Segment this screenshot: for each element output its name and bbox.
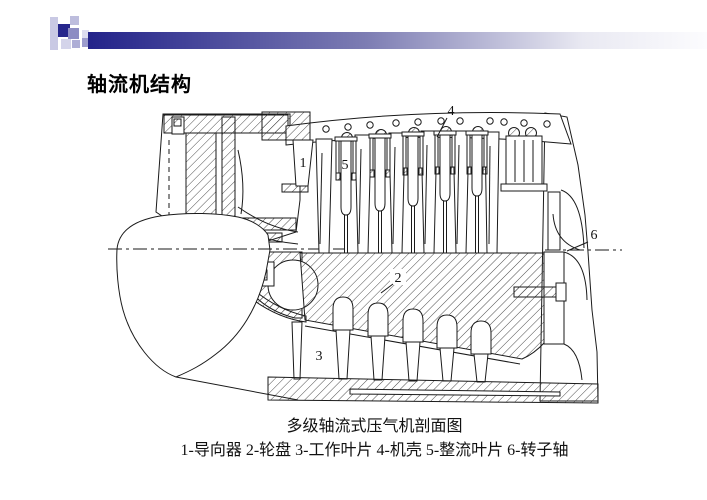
- part-label-2: 2: [395, 271, 402, 286]
- flange-bolt-head: [555, 282, 567, 302]
- header-square-1: [58, 24, 70, 37]
- rear-stator-block: [500, 135, 548, 192]
- shaft-band: [175, 376, 599, 404]
- part-label-6: 6: [591, 228, 598, 243]
- leader-line-6: [566, 241, 589, 252]
- header-square-6: [82, 30, 89, 38]
- stator-vane-assemblies: [334, 130, 489, 254]
- rear-disc-and-bolt: [513, 189, 588, 381]
- part-labels: 1 5 4 2 3 6: [300, 104, 598, 364]
- header-square-4: [61, 39, 71, 49]
- slide-title: 轴流机结构: [87, 74, 192, 96]
- header-square-2: [70, 16, 79, 25]
- header-gradient-bar: [88, 32, 707, 49]
- leader-line-4: [436, 117, 448, 138]
- figure-captions: 多级轴流式压气机剖面图 1-导向器 2-轮盘 3-工作叶片 4-机壳 5-整流叶…: [42, 415, 707, 463]
- leader-line-2: [380, 283, 394, 294]
- label-halo: [390, 269, 406, 285]
- figure-legend: 1-导向器 2-轮盘 3-工作叶片 4-机壳 5-整流叶片 6-转子轴: [180, 442, 569, 459]
- header-square-3: [68, 28, 79, 39]
- flange-bolt: [513, 286, 557, 298]
- casing-bolt-holes: [322, 117, 551, 133]
- blade-root-slots: [332, 296, 492, 355]
- part-label-4: 4: [448, 104, 455, 119]
- header-square-5: [72, 40, 80, 48]
- lower-working-blades: [291, 321, 489, 383]
- header-square-7: [82, 38, 89, 47]
- rotor-blades: [315, 130, 500, 254]
- header-square-0: [50, 17, 58, 50]
- part-label-5: 5: [342, 158, 349, 173]
- part-label-1: 1: [300, 156, 307, 171]
- figure-caption: 多级轴流式压气机剖面图: [286, 418, 463, 435]
- part-label-3: 3: [316, 349, 323, 364]
- spinner-cone: [116, 212, 271, 378]
- inlet-guide-vane: [292, 139, 314, 187]
